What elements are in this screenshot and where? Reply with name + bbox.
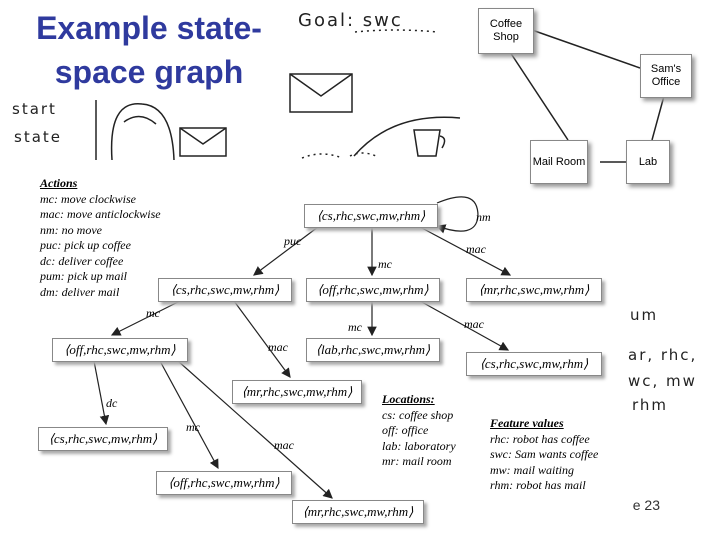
actions-item: pum: pick up mail xyxy=(40,269,127,283)
locations-item: off: office xyxy=(382,423,429,437)
edge-label-mac: mac xyxy=(268,340,288,354)
right-annotation-line1: um xyxy=(630,306,659,324)
start-annotation-line1: start xyxy=(12,100,57,118)
features-item: rhm: robot has mail xyxy=(490,478,586,492)
page-title: Example state-space graph xyxy=(36,10,262,90)
actions-legend: Actions mc: move clockwise mac: move ant… xyxy=(40,176,161,300)
locations-legend: Locations: cs: coffee shop off: office l… xyxy=(382,392,456,470)
locations-item: lab: laboratory xyxy=(382,438,456,453)
locations-heading: Locations: xyxy=(382,392,435,406)
edge-label-puc: puc xyxy=(284,234,302,248)
actions-item: dc: deliver coffee xyxy=(40,253,124,268)
actions-item: dm: deliver mail xyxy=(40,284,120,299)
features-legend: Feature values rhc: robot has coffee swc… xyxy=(490,416,598,494)
locations-item: cs: coffee shop xyxy=(382,407,454,422)
map-node-coffee-shop: Coffee Shop xyxy=(478,8,534,54)
state-node: ⟨off,rhc,swc,mw,rhm⟩ xyxy=(306,278,440,302)
features-item: swc: Sam wants coffee xyxy=(490,447,599,461)
actions-item: puc: pick up coffee xyxy=(40,238,131,252)
edge-label-mc: mc xyxy=(146,306,160,320)
features-item: rhc: robot has coffee xyxy=(490,431,590,446)
edge-label-mc: mc xyxy=(378,257,392,271)
map-node-mail-room: Mail Room xyxy=(530,140,588,184)
state-node: ⟨lab,rhc,swc,mw,rhm⟩ xyxy=(306,338,440,362)
features-heading: Feature values xyxy=(490,416,564,430)
start-annotation-line2: state xyxy=(14,128,62,146)
goal-annotation: Goal: swc xyxy=(298,10,403,31)
actions-item: nm: no move xyxy=(40,222,102,237)
map-node-lab: Lab xyxy=(626,140,670,184)
right-annotation-line4: rhm xyxy=(632,396,669,414)
state-node: ⟨off,rhc,swc,mw,rhm⟩ xyxy=(52,338,188,362)
state-node-start: ⟨cs,rhc,swc,mw,rhm⟩ xyxy=(304,204,438,228)
slide-number: e 23 xyxy=(632,497,660,513)
actions-item: mac: move anticlockwise xyxy=(40,207,161,221)
right-annotation-line2: ar, rhc, xyxy=(628,346,698,364)
edge-label-mc: mc xyxy=(186,420,200,434)
actions-heading: Actions xyxy=(40,176,78,190)
state-node: ⟨cs,rhc,swc,mw,rhm⟩ xyxy=(466,352,602,376)
edge-label-dc: dc xyxy=(106,396,118,410)
state-node: ⟨mr,rhc,swc,mw,rhm⟩ xyxy=(292,500,424,524)
state-node: ⟨mr,rhc,swc,mw,rhm⟩ xyxy=(466,278,602,302)
map-node-sams-office: Sam's Office xyxy=(640,54,692,98)
state-node: ⟨mr,rhc,swc,mw,rhm⟩ xyxy=(232,380,362,404)
state-node: ⟨cs,rhc,swc,mw,rhm⟩ xyxy=(158,278,292,302)
edge-label-mc: mc xyxy=(348,320,362,334)
edge-label-mac: mac xyxy=(464,317,484,331)
edge-label-mac: mac xyxy=(466,242,486,256)
features-item: mw: mail waiting xyxy=(490,462,575,477)
actions-item: mc: move clockwise xyxy=(40,191,136,206)
edge-label-mac: mac xyxy=(274,438,294,452)
state-node: ⟨cs,rhc,swc,mw,rhm⟩ xyxy=(38,427,168,451)
locations-item: mr: mail room xyxy=(382,454,452,468)
state-node: ⟨off,rhc,swc,mw,rhm⟩ xyxy=(156,471,292,495)
right-annotation-line3: wc, mw xyxy=(628,372,697,390)
edge-label-nm: nm xyxy=(476,210,491,224)
